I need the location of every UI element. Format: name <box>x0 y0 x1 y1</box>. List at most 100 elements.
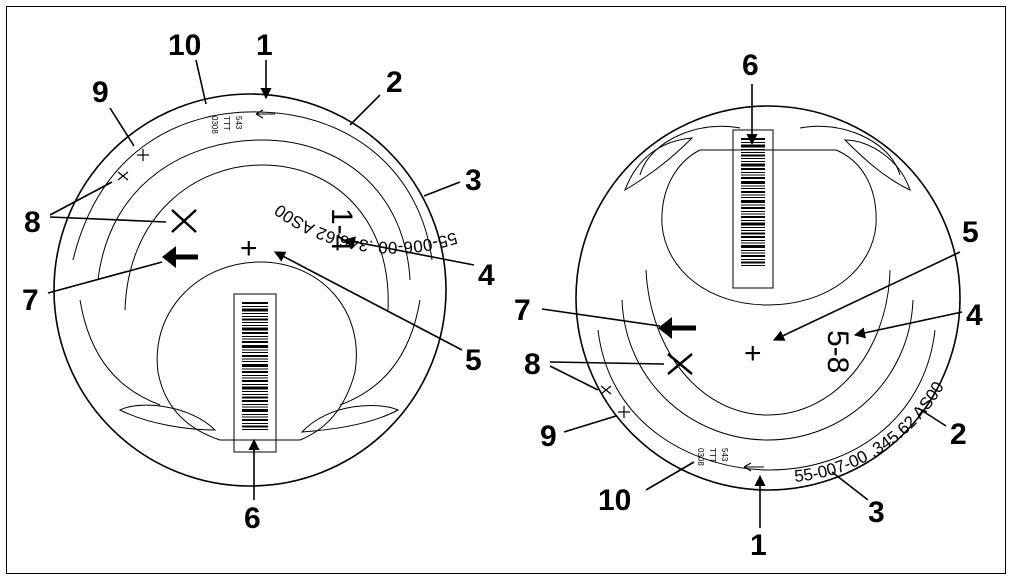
barcode-bar <box>242 396 268 399</box>
barcode-bar <box>242 358 268 360</box>
barcode-bar <box>242 325 268 326</box>
left-disc-left-arc <box>79 299 161 406</box>
left-callout-5: 5 <box>465 344 482 377</box>
barcode-bar <box>242 400 268 402</box>
barcode-bar <box>741 230 765 231</box>
right-x-mark <box>667 353 693 375</box>
barcode-bar <box>741 144 765 148</box>
right-disc-right-top-arc <box>799 125 901 176</box>
barcode-bar <box>242 384 268 385</box>
right-callout-7: 7 <box>514 294 531 327</box>
barcode-bar <box>242 368 268 370</box>
barcode-bar <box>741 204 765 206</box>
barcode-bar <box>741 261 765 264</box>
barcode-bar <box>741 250 765 251</box>
right-callout-10: 10 <box>598 484 631 517</box>
barcode-bar <box>242 352 268 353</box>
left-code-ttt: TTT <box>222 116 231 131</box>
barcode-bar <box>242 336 268 337</box>
barcode-bar <box>242 318 268 321</box>
barcode-bar <box>741 216 765 218</box>
right-callouts: 1 2 3 4 5 6 7 8 9 10 <box>514 49 983 562</box>
barcode-bar <box>242 419 268 421</box>
barcode-bar <box>741 232 765 235</box>
left-code-543: 543 <box>234 116 243 130</box>
left-disc-groove-inner <box>124 164 389 311</box>
right-callout-8: 8 <box>524 348 541 381</box>
barcode-bar <box>242 377 268 379</box>
barcode-bar <box>741 197 765 198</box>
barcode-bar <box>741 177 765 179</box>
right-small-x-mark <box>600 385 612 395</box>
left-code-0308: 0308 <box>210 116 219 134</box>
barcode-bar <box>242 416 268 418</box>
right-tiny-codes: 0308 TTT 543 <box>696 448 729 466</box>
right-disc-left-top-arc <box>639 125 741 176</box>
barcode-bar <box>741 163 765 167</box>
barcode-bar <box>741 188 765 189</box>
right-disc-groove-inner <box>645 269 891 416</box>
left-callout-2: 2 <box>386 66 403 99</box>
barcode-bar <box>242 414 268 415</box>
right-barcode <box>741 138 765 266</box>
left-disc: + 55-006-00 .346.62 AS00 0308 TTT 5 <box>53 93 460 487</box>
barcode-bar <box>242 332 268 334</box>
barcode-bar <box>741 242 765 244</box>
barcode-bar <box>242 364 268 367</box>
barcode-bar <box>741 142 765 143</box>
right-channel-range: 5-8 <box>821 330 854 373</box>
left-x-mark <box>171 209 197 233</box>
right-callout-5: 5 <box>962 216 979 249</box>
right-disc-right-wing <box>843 139 911 191</box>
right-callout-9: 9 <box>540 420 557 453</box>
left-disc-groove-outer <box>97 139 411 281</box>
barcode-bar <box>242 386 268 390</box>
barcode-bar <box>741 181 765 184</box>
barcode-bar <box>741 252 765 254</box>
barcode-bar <box>242 425 268 428</box>
barcode-bar <box>741 168 765 170</box>
right-barcode-box <box>732 129 774 289</box>
barcode-bar <box>741 207 765 209</box>
right-callout-1: 1 <box>750 529 767 562</box>
left-callout-6: 6 <box>244 502 261 535</box>
right-small-plus-mark <box>618 406 630 418</box>
barcode-bar <box>242 349 268 351</box>
barcode-bar <box>242 361 268 362</box>
barcode-bar <box>242 338 268 340</box>
barcode-bar <box>741 158 765 159</box>
left-arrow-mark <box>162 246 198 268</box>
diagram-frame <box>6 6 1006 574</box>
barcode-bar <box>242 375 268 376</box>
barcode-bar <box>242 380 268 382</box>
left-disc-center-bulb <box>156 261 357 441</box>
left-callout-3: 3 <box>465 164 482 197</box>
barcode-bar <box>242 409 268 412</box>
barcode-bar <box>741 161 765 162</box>
left-crosshair-mark: + <box>240 232 258 265</box>
barcode-bar <box>741 213 765 215</box>
barcode-bar <box>741 265 765 266</box>
right-code-543: 543 <box>720 448 729 462</box>
left-rim-arrow <box>255 109 275 119</box>
barcode-bar <box>242 316 268 317</box>
left-callout-1: 1 <box>256 29 273 62</box>
right-callout-4: 4 <box>966 299 983 332</box>
right-code-ttt: TTT <box>708 448 717 463</box>
left-rim-engraving: 55-006-00 .346.62 AS00 <box>271 201 460 258</box>
barcode-bar <box>242 355 268 357</box>
barcode-bar <box>242 371 268 373</box>
barcode-bar <box>242 423 268 424</box>
right-disc-center-bulb <box>661 149 877 306</box>
barcode-bar <box>741 172 765 173</box>
barcode-bar <box>741 211 765 212</box>
barcode-bar <box>741 194 765 196</box>
right-rim-arrow <box>743 462 764 472</box>
right-disc-groove-outer <box>621 299 914 441</box>
right-callout-6: 6 <box>742 49 759 82</box>
barcode-bar <box>741 138 765 140</box>
barcode-bar <box>741 185 765 187</box>
barcode-bar <box>741 174 765 176</box>
barcode-bar <box>741 200 765 203</box>
barcode-bar <box>242 404 268 405</box>
